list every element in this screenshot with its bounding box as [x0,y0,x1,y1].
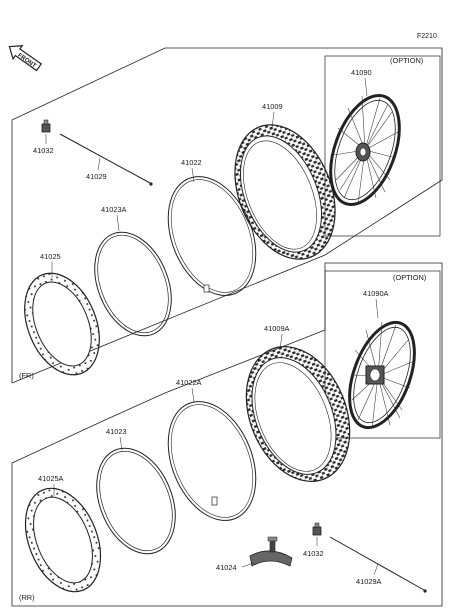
front-rim-label: 41025 [40,252,61,261]
rear-option-box [324,270,441,439]
figure-code: F2210 [417,33,437,40]
front-option-label: (OPTION) [390,56,423,65]
front-spoke [59,133,153,186]
front-rim [24,272,100,376]
front-rim-band [94,231,172,337]
rear-tire [245,346,351,482]
rear-wheel-option-label: 41090A [363,289,389,298]
rear-rim-lock [249,536,293,567]
front-wheel-option-label: 41090 [351,68,372,77]
rear-option-label: (OPTION) [393,273,426,282]
rear-rim-band [96,447,176,555]
rear-rim [24,487,102,593]
rear-tube-label: 41022A [176,378,202,387]
front-nut [41,119,51,133]
rear-section-tag: (RR) [19,593,35,602]
rear-rim-label: 41025A [38,474,64,483]
front-tube [167,176,257,296]
front-spoke-label: 41029 [86,172,107,181]
rear-nut [312,522,322,536]
rear-tube [167,401,257,521]
front-arrow-badge: FRONT [8,45,43,72]
front-panel-outline [11,47,443,384]
front-option-box [324,55,441,237]
rear-section: (OPTION) 41090A 41009A [11,262,443,607]
rear-spoke [329,536,427,593]
front-tube-label: 41022 [181,158,202,167]
front-tire-label: 41009 [262,102,283,111]
front-nut-label: 41032 [33,146,54,155]
front-section: (OPTION) 41090 [11,47,443,384]
rear-nut-label: 41032 [303,549,324,558]
rear-rim-lock-label: 41024 [216,563,237,572]
rear-wheel-option [348,320,416,430]
rear-tire-label: 41009A [264,324,290,333]
front-rim-band-label: 41023A [101,205,127,214]
front-section-tag: (FR) [19,371,34,380]
rear-rim-band-label: 41023 [106,427,127,436]
front-wheel-option [329,93,401,207]
rear-spoke-label: 41029A [356,577,382,586]
front-tire [234,124,336,260]
